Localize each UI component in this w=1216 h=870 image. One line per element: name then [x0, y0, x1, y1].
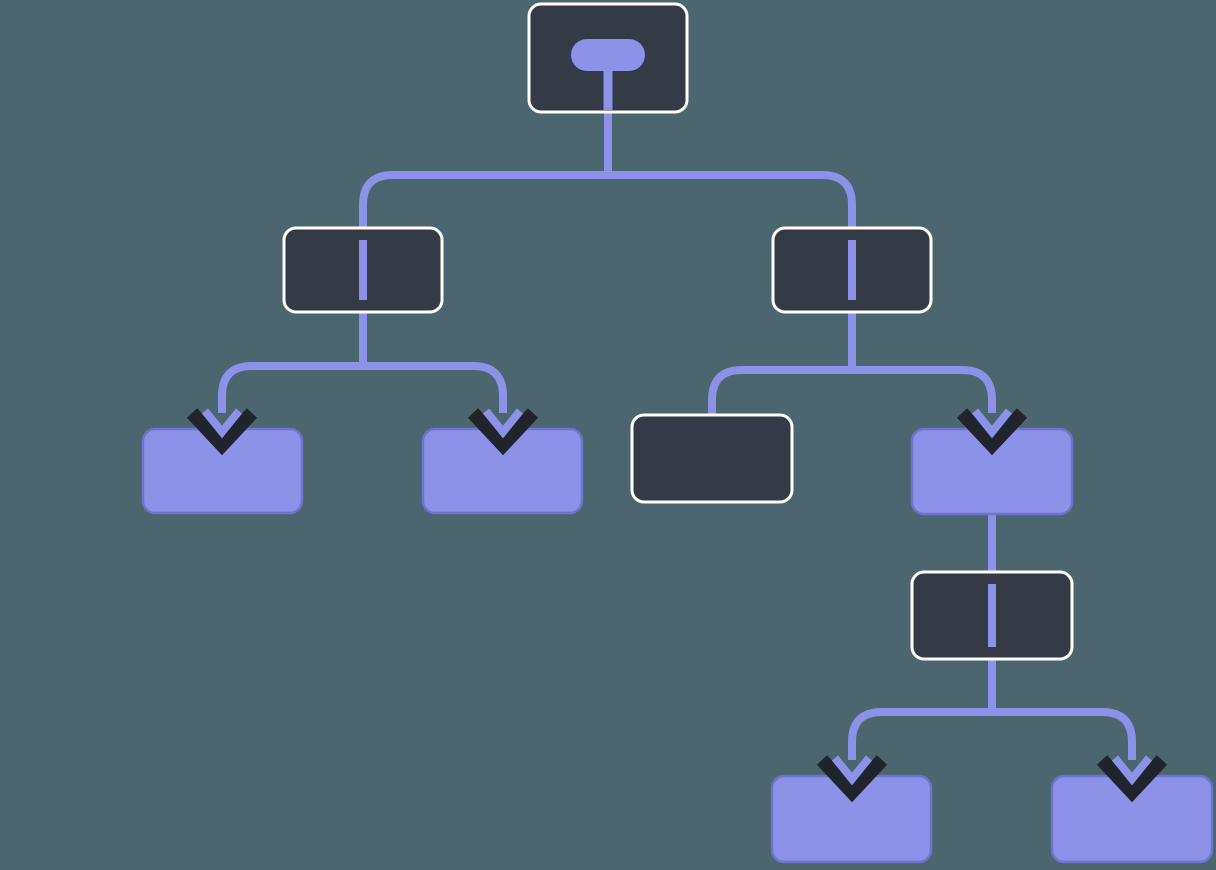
arrowhead-chevron-icon — [186, 408, 258, 456]
vertical-line-icon — [848, 240, 856, 300]
edge-left-branch-to-leaves — [218, 312, 507, 413]
arrowhead-chevron-icon — [956, 408, 1028, 456]
branch-node-lower[interactable] — [910, 570, 1074, 661]
edge-right-branch-to-children — [708, 312, 996, 415]
root-node[interactable] — [527, 2, 689, 114]
branch-node-right[interactable] — [771, 226, 933, 314]
vertical-line-icon — [988, 584, 996, 647]
vertical-line-icon — [359, 240, 367, 300]
edge-lower-branch-to-leaves — [848, 659, 1136, 760]
arrowhead-chevron-icon — [1096, 755, 1168, 803]
branch-node-left[interactable] — [282, 226, 444, 314]
arrowhead-chevron-icon — [467, 408, 539, 456]
plain-node-right[interactable] — [630, 413, 794, 504]
plain-node-right-box[interactable] — [630, 413, 794, 504]
arrowhead-chevron-icon — [816, 755, 888, 803]
edge-root-to-level2 — [359, 112, 856, 228]
root-pill-icon — [571, 39, 645, 110]
